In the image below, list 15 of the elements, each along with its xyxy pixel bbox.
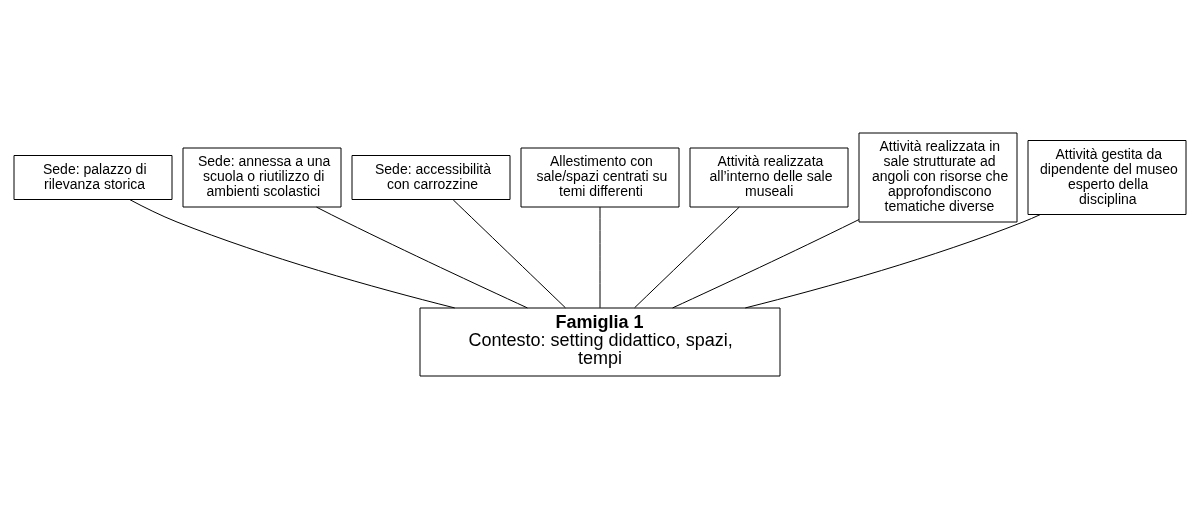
connector	[129, 198, 456, 308]
connector	[634, 206, 740, 308]
node-box: Attività realizzata in sale strutturate ad angoli con risorse che approfondiscono tematiche diverse	[858, 132, 1018, 222]
node-box: Famiglia 1 Contesto: setting didattico, spazi, tempi	[419, 307, 781, 376]
node-box: Allestimento con sale/spazi centrati su temi differenti	[520, 147, 680, 207]
connector	[744, 213, 1041, 308]
node-box: Attività realizzata all’interno delle sale museali	[689, 147, 849, 207]
connector	[452, 198, 566, 308]
node-box: Sede: palazzo di rilevanza storica	[13, 154, 173, 200]
connector	[599, 206, 601, 308]
connector	[316, 206, 528, 308]
connector	[672, 218, 860, 308]
node-box: Sede: accessibilità con carrozzine	[351, 154, 511, 200]
node-box: Attività gestita da dipendente del museo esperto della disciplina	[1027, 139, 1187, 215]
node-box: Sede: annessa a una scuola o riutilizzo di ambienti scolastici	[182, 147, 342, 207]
